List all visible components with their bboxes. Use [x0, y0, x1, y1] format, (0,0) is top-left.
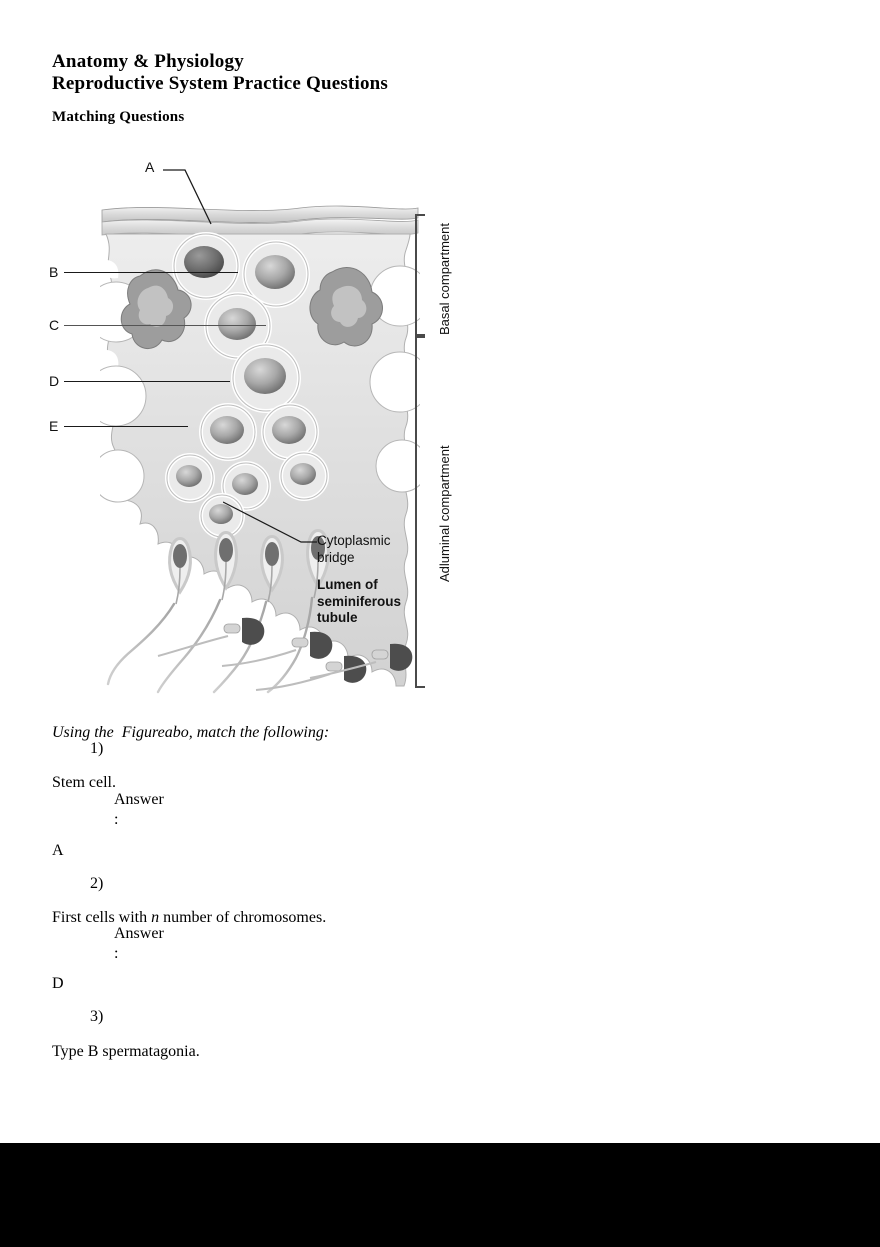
- callout-cytoplasmic-bridge-line1: Cytoplasmic: [317, 533, 391, 548]
- basement-membrane: [101, 205, 419, 237]
- figure-label-b: B: [49, 264, 59, 280]
- figure-label-a: A: [145, 159, 155, 175]
- question-2-italic-token: n: [151, 909, 160, 926]
- bracket-adluminal-compartment: [415, 336, 425, 688]
- free-spermatozoa: [157, 617, 413, 691]
- sertoli-nucleus-left: [120, 269, 192, 349]
- callout-lumen-line1: Lumen of: [317, 577, 378, 592]
- question-2-answer-label: Answer: [114, 925, 164, 942]
- label-basal-compartment: Basal compartment: [437, 223, 452, 335]
- bracket-tick-bottom: [415, 334, 425, 336]
- question-3-number: 3): [90, 1008, 104, 1025]
- question-1-text: Stem cell.: [52, 774, 116, 791]
- bracket-tick-top: [415, 214, 425, 216]
- leader-line-c: [64, 325, 266, 326]
- question-2-number: 2): [90, 875, 104, 892]
- question-1-answer-label: Answer: [114, 791, 164, 808]
- leader-line-e: [64, 426, 188, 427]
- question-1-number: 1): [90, 740, 104, 757]
- leader-line-b: [64, 272, 238, 273]
- callout-cytoplasmic-bridge: Cytoplasmic bridge: [317, 533, 391, 566]
- sertoli-nucleus-right: [309, 267, 383, 347]
- bracket-tick-top-2: [415, 336, 425, 338]
- page-bottom-black-bar: [0, 1143, 880, 1247]
- question-2-text-after: number of chromosomes.: [159, 909, 327, 926]
- bracket-tick-bottom-2: [415, 686, 425, 688]
- question-2-answer-value: D: [52, 975, 64, 992]
- elongating-spermatids: [168, 529, 330, 605]
- question-1-answer-value: A: [52, 842, 64, 859]
- figure-label-c: C: [49, 317, 60, 333]
- germ-cell-group-basal: [172, 232, 310, 308]
- bracket-basal-compartment: [415, 214, 425, 336]
- title-line-2: Reproductive System Practice Questions: [52, 73, 388, 94]
- callout-cytoplasmic-bridge-line2: bridge: [317, 549, 355, 565]
- leader-line-cytoplasmic-bridge: [223, 501, 317, 543]
- title-line-1: Anatomy & Physiology: [52, 51, 244, 72]
- germ-cell-group-row3: [231, 343, 301, 413]
- callout-lumen-line2: seminiferous: [317, 593, 402, 609]
- question-2-answer-colon: :: [114, 945, 119, 962]
- germ-cell-group-row5: [165, 451, 329, 539]
- germ-cell-group-row2: [204, 292, 272, 360]
- leader-line-d: [64, 381, 230, 382]
- leader-line-a: [163, 169, 212, 225]
- figure-label-d: D: [49, 373, 60, 389]
- callout-lumen-of-seminiferous-tubule: Lumen of seminiferous tubule: [317, 577, 401, 627]
- question-3-text: Type B spermatagonia.: [52, 1043, 200, 1060]
- sperm-tails: [106, 596, 314, 694]
- question-1-answer-colon: :: [114, 811, 119, 828]
- section-heading: Matching Questions: [52, 109, 185, 125]
- figure-label-e: E: [49, 418, 59, 434]
- callout-lumen-line3: tubule: [317, 610, 358, 625]
- germ-cell-group-row4: [199, 403, 319, 461]
- seminiferous-tubule-figure: A B C D E Cytoplasmic bridge Lumen of se…: [45, 150, 465, 700]
- cytoplasm-right-notches: [369, 265, 420, 493]
- question-2-text: First cells with n number of chromosomes…: [52, 909, 326, 927]
- sertoli-cell-cytoplasm: [105, 233, 411, 687]
- seminiferous-tubule-illustration: [100, 205, 420, 694]
- question-2-text-before: First cells with: [52, 909, 152, 926]
- label-adluminal-compartment: Adluminal compartment: [437, 445, 452, 582]
- matching-instructions: Using the Figureabo, match the following…: [52, 724, 330, 741]
